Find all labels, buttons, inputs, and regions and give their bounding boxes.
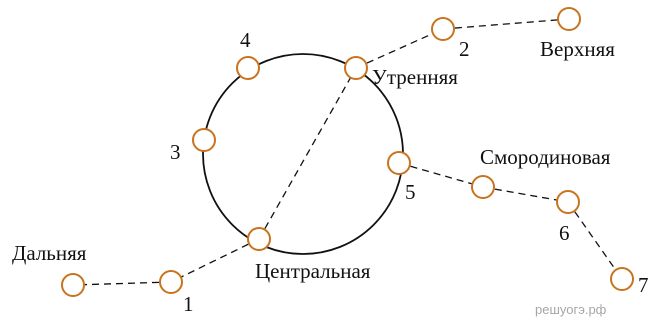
station-node-1 (159, 270, 183, 294)
dashed-line-central-1 (170, 238, 260, 283)
station-node-2 (431, 17, 455, 41)
dashed-line-2-upper (442, 18, 570, 30)
station-label-1: 1 (183, 292, 194, 316)
station-node-7 (610, 267, 634, 291)
station-node-dalnyaya (61, 273, 85, 297)
dashed-line-6-7 (567, 201, 623, 280)
station-node-6 (556, 190, 580, 214)
station-node-verkhnyaya (557, 7, 581, 31)
station-label-tsentralnaya: Центральная (255, 259, 371, 283)
station-label-6: 6 (559, 221, 570, 245)
dashed-line-1-far (72, 281, 172, 286)
station-label-dalnyaya: Дальняя (12, 241, 87, 265)
station-label-verkhnyaya: Верхняя (540, 37, 615, 61)
dashed-line-5-currant (398, 162, 484, 188)
station-label-5: 5 (405, 180, 416, 204)
station-label-smorodinovaya: Смородиновая (480, 145, 611, 169)
station-label-utrennyaya: Утренняя (372, 65, 458, 89)
station-node-utrennyaya (344, 56, 368, 80)
station-node-tsentralnaya (247, 227, 271, 251)
dashed-line-central-morning (258, 67, 357, 240)
station-node-5 (387, 151, 411, 175)
station-label-2: 2 (459, 37, 470, 61)
dashed-line-morning-2 (355, 28, 444, 69)
station-label-4: 4 (240, 28, 251, 52)
station-node-4 (236, 56, 260, 80)
station-label-7: 7 (638, 273, 649, 297)
station-label-3: 3 (170, 140, 181, 164)
dashed-line-currant-6 (482, 186, 569, 203)
station-node-3 (192, 128, 216, 152)
station-node-smorodinovaya (471, 175, 495, 199)
watermark: решуогэ.рф (535, 302, 607, 317)
